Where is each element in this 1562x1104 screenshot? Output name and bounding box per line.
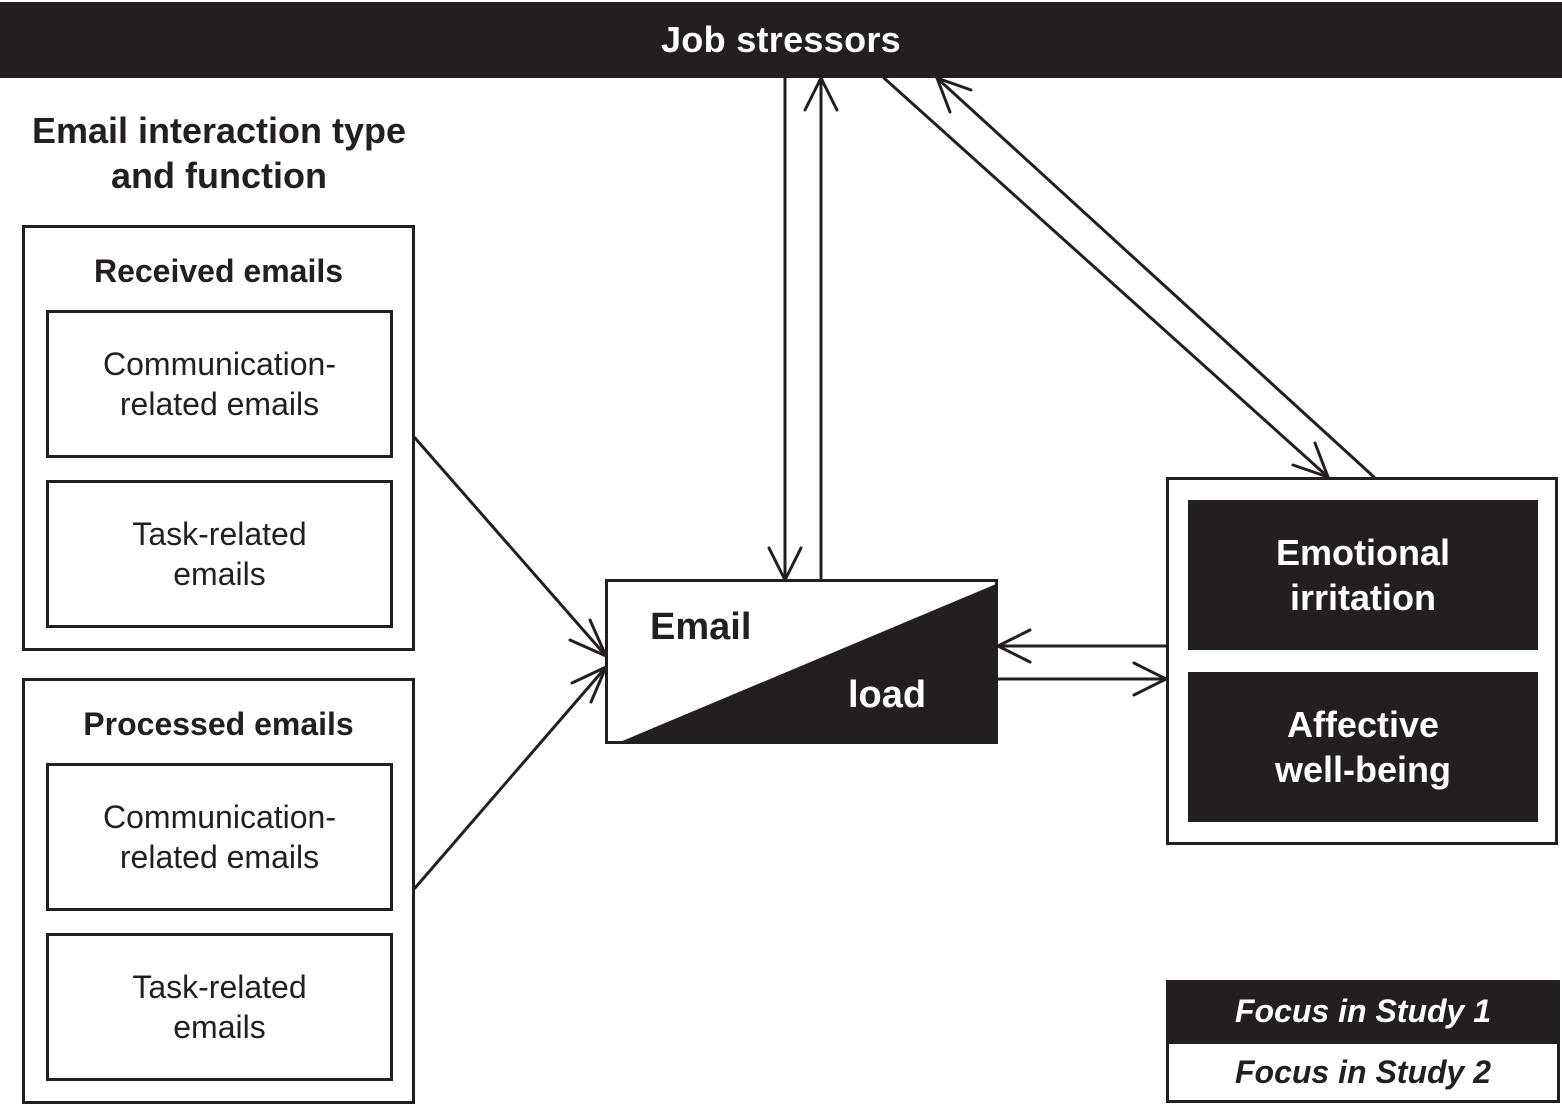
received-task-emails-box: Task-related emails — [46, 480, 393, 628]
arrow-received-to-load — [413, 436, 608, 658]
processed-emails-group: Processed emails Communication- related … — [22, 678, 415, 1104]
legend-study-1: Focus in Study 1 — [1166, 980, 1560, 1042]
email-load-box: Email load — [605, 579, 998, 744]
received-communication-emails-label: Communication- related emails — [103, 346, 336, 422]
arrow-load-to-stressors — [803, 76, 839, 582]
legend-study-1-label: Focus in Study 1 — [1234, 992, 1492, 1029]
received-emails-title: Received emails — [93, 253, 344, 289]
arrow-load-to-outcomes — [996, 661, 1168, 697]
processed-task-emails-box: Task-related emails — [46, 933, 393, 1081]
received-task-emails-label: Task-related emails — [132, 516, 307, 592]
arrow-processed-to-load — [413, 665, 608, 890]
arrow-outcomes-to-stressors — [935, 76, 1376, 479]
arrow-stressors-to-outcomes — [882, 76, 1330, 479]
arrow-outcomes-to-load — [996, 628, 1168, 664]
email-load-split-shape — [622, 584, 995, 741]
email-load-word-load: load — [848, 674, 927, 716]
affective-well-being-label: Affective well-being — [1274, 704, 1451, 790]
received-emails-group: Received emails Communication- related e… — [22, 225, 415, 651]
emotional-irritation-box: Emotional irritation — [1188, 500, 1538, 650]
emotional-irritation-label: Emotional irritation — [1275, 532, 1450, 618]
arrow-stressors-to-load — [767, 76, 803, 582]
email-load-word-email: Email — [650, 606, 752, 648]
outcomes-group: Emotional irritation Affective well-bein… — [1166, 477, 1558, 845]
legend-study-2: Focus in Study 2 — [1166, 1041, 1560, 1103]
processed-communication-emails-box: Communication- related emails — [46, 763, 393, 911]
processed-communication-emails-label: Communication- related emails — [103, 799, 336, 875]
email-interaction-title: Email interaction type and function — [31, 110, 407, 196]
processed-task-emails-label: Task-related emails — [132, 969, 307, 1045]
processed-emails-title: Processed emails — [83, 706, 354, 742]
job-stressors-banner: Job stressors — [0, 2, 1562, 78]
affective-well-being-box: Affective well-being — [1188, 672, 1538, 822]
received-communication-emails-box: Communication- related emails — [46, 310, 393, 458]
job-stressors-label: Job stressors — [660, 19, 901, 60]
legend-study-2-label: Focus in Study 2 — [1234, 1053, 1492, 1090]
